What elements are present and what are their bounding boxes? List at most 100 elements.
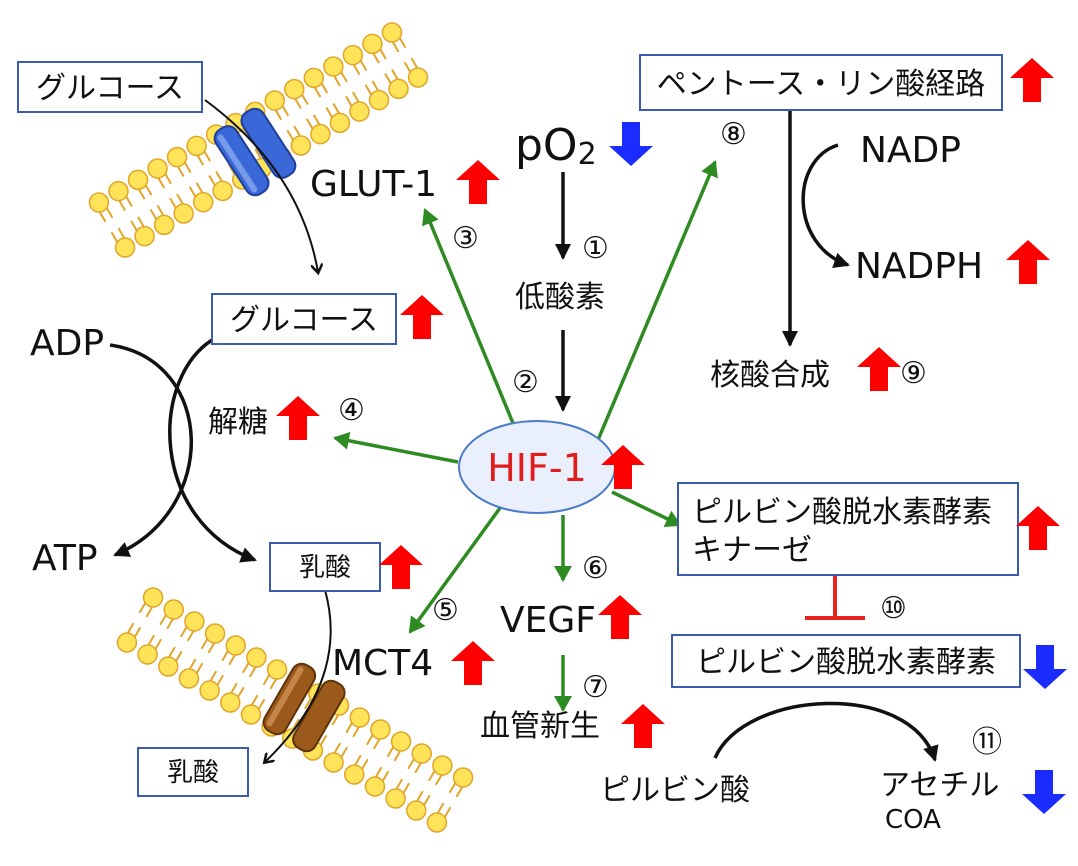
up-arrow-shape: [857, 347, 901, 391]
down-arrow-shape: [1022, 770, 1066, 814]
atp-label: ATP: [32, 538, 98, 579]
up-arrow-shape: [1016, 506, 1060, 550]
lipid-head: [390, 731, 412, 752]
ppp-label: ペントース・リン酸経路: [657, 67, 986, 102]
glucose-inside-box: [211, 293, 397, 345]
up-arrow-icon: [456, 160, 500, 204]
lipid-head: [212, 180, 233, 202]
up-arrow-shape: [1006, 240, 1050, 284]
down-arrow-shape: [609, 122, 653, 166]
up-arrow-shape: [379, 545, 423, 589]
lipid-head: [349, 101, 370, 122]
lipid-head: [349, 707, 370, 728]
lipid-head: [342, 44, 364, 66]
lipid-head: [158, 656, 179, 677]
lactate-inside-label: 乳酸: [299, 553, 351, 583]
lipid-head: [284, 78, 305, 100]
down-arrow-icon: [1023, 645, 1067, 689]
lipid-head: [362, 33, 383, 55]
mct4-label: MCT4: [332, 643, 433, 684]
hif-to-mct4-arrow: [408, 506, 502, 634]
hif-to-ppp-arrow: [596, 160, 718, 441]
up-arrow-icon: [1010, 58, 1054, 102]
angiogenesis-label: 血管新生: [480, 709, 600, 744]
glycolysis-label: 解糖: [208, 405, 268, 440]
lipid-head: [264, 90, 286, 111]
lipid-head: [240, 704, 262, 725]
lipid-head: [142, 587, 164, 608]
acetyl-label: アセチル: [880, 768, 999, 803]
glycolysis-curve-atp: [109, 343, 193, 557]
lipid-head: [323, 752, 344, 773]
lipid-head: [344, 764, 365, 785]
lactate-outside-box: [137, 747, 249, 797]
step-5: ⑤: [432, 593, 459, 628]
step-4: ④: [338, 393, 365, 428]
lipid-head: [186, 135, 207, 157]
lipid-head: [88, 192, 110, 213]
lipid-head: [220, 692, 241, 713]
hif-to-pdk-arrow: [611, 490, 682, 527]
lipid-head: [137, 644, 158, 665]
lipid-head: [163, 599, 184, 620]
lipid-head: [166, 146, 188, 168]
lipid-head: [173, 203, 194, 224]
lipid-head: [432, 755, 453, 776]
lipid-head: [116, 632, 138, 653]
lipid-head: [266, 659, 288, 680]
step-10: ⑩: [880, 591, 907, 626]
up-arrow-icon: [379, 545, 423, 589]
lipid-head: [204, 623, 226, 644]
up-arrow-shape: [276, 396, 320, 440]
po2-subscript: 2: [578, 137, 597, 172]
lipid-head: [364, 776, 386, 797]
up-arrow-shape: [451, 641, 495, 685]
pyruvate-label: ピルビン酸: [600, 773, 750, 808]
up-arrow-icon: [621, 704, 665, 748]
step-2: ②: [512, 365, 539, 400]
glucose-transport-arrow: [204, 99, 318, 272]
coa-label: COA: [885, 805, 941, 835]
glucose-outside-box: [17, 61, 203, 113]
hif-to-glut1-arrow: [422, 208, 517, 429]
pdk-label-line1: ピルビン酸脱水素酵素: [692, 495, 992, 530]
lipid-head: [329, 112, 351, 134]
lipid-head: [406, 800, 427, 821]
up-arrow-icon: [601, 445, 645, 489]
lipid-head: [303, 67, 325, 89]
lipid-head: [114, 237, 136, 258]
lipid-head: [147, 158, 168, 179]
lipid-head: [127, 169, 149, 191]
lipid-head: [411, 743, 432, 764]
lipid-head: [388, 78, 409, 100]
step-8: ⑧: [720, 117, 747, 152]
up-arrow-icon: [598, 595, 642, 639]
lipid-head: [134, 225, 155, 247]
glucose-inside-label: グルコース: [230, 303, 378, 338]
step-11: ⑪: [972, 725, 1002, 760]
lipid-head: [368, 89, 390, 111]
lipid-head: [246, 647, 267, 668]
lipid-head: [370, 719, 391, 740]
vegf-label: VEGF: [500, 600, 596, 641]
lipid-head: [199, 680, 220, 701]
up-arrow-shape: [621, 704, 665, 748]
pdk-box: [677, 482, 1019, 576]
nucleic-acid-label: 核酸合成: [710, 358, 830, 393]
lipid-head: [407, 67, 429, 88]
po2-label: pO2: [515, 120, 597, 172]
up-arrow-icon: [451, 641, 495, 685]
lactate-outside-label: 乳酸: [167, 758, 219, 788]
lipid-head: [452, 767, 474, 788]
step-1: ①: [582, 231, 609, 266]
ppp-box: [639, 54, 1003, 111]
step-9: ⑨: [900, 356, 927, 391]
hif1-target-arrows: [333, 160, 718, 712]
up-arrow-icon: [1016, 506, 1060, 550]
glut1-label: GLUT-1: [310, 164, 437, 205]
lipid-head: [323, 56, 344, 77]
up-arrow-shape: [456, 160, 500, 204]
pdh-box: [671, 634, 1021, 688]
step-3: ③: [452, 221, 479, 256]
